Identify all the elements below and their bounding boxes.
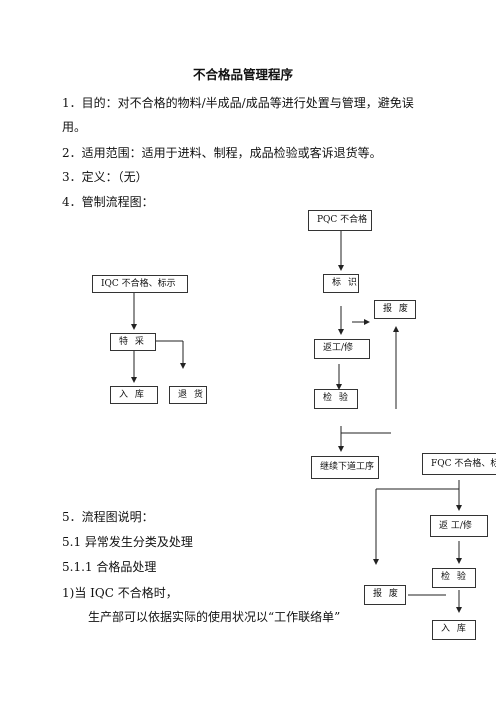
item-1-heading: 1)当 IQC 不合格时， (62, 586, 178, 600)
purpose-line-2: 用。 (62, 120, 87, 134)
fqc-rework-box: 返 工/修 (430, 515, 488, 537)
section-5-1-1: 5.1.1 合格品处理 (62, 560, 157, 574)
fqc-stock-box: 入 库 (432, 620, 476, 640)
item-1-body: 生产部可以依据实际的使用状况以“工作联络单” (88, 610, 341, 624)
iqc-stock-box: 入 库 (110, 386, 158, 404)
flow-description-heading: 5．流程图说明： (62, 510, 154, 524)
iqc-nonconform-box: IQC 不合格、标示 (92, 275, 188, 293)
definition-line: 3．定义：（无） (62, 170, 148, 184)
scope-line: 2．适用范围：适用于进料、制程，成品检验或客诉退货等。 (62, 146, 382, 160)
flowchart-heading: 4．管制流程图： (62, 195, 154, 209)
pqc-mark-box: 标 识 (323, 274, 359, 293)
pqc-nonconform-box: PQC 不合格 (308, 210, 372, 231)
pqc-scrap-box: 报 废 (374, 300, 416, 319)
pqc-next-process-box: 继续下道工序 (311, 456, 379, 479)
page-title: 不合格品管理程序 (193, 67, 294, 82)
fqc-inspect-box: 检 验 (432, 568, 476, 588)
iqc-return-box: 退 货 (169, 386, 207, 404)
section-5-1: 5.1 异常发生分类及处理 (62, 535, 193, 549)
pqc-rework-box: 返工/修 (314, 339, 370, 359)
purpose-line-1: 1．目的：对不合格的物料/半成品/成品等进行处置与管理，避免误 (62, 96, 414, 110)
fqc-nonconform-box: FQC 不合格、标示 (422, 453, 496, 475)
iqc-special-box: 特 采 (110, 333, 156, 351)
fqc-scrap-box: 报 废 (364, 585, 406, 605)
pqc-inspect-box: 检 验 (314, 389, 358, 409)
